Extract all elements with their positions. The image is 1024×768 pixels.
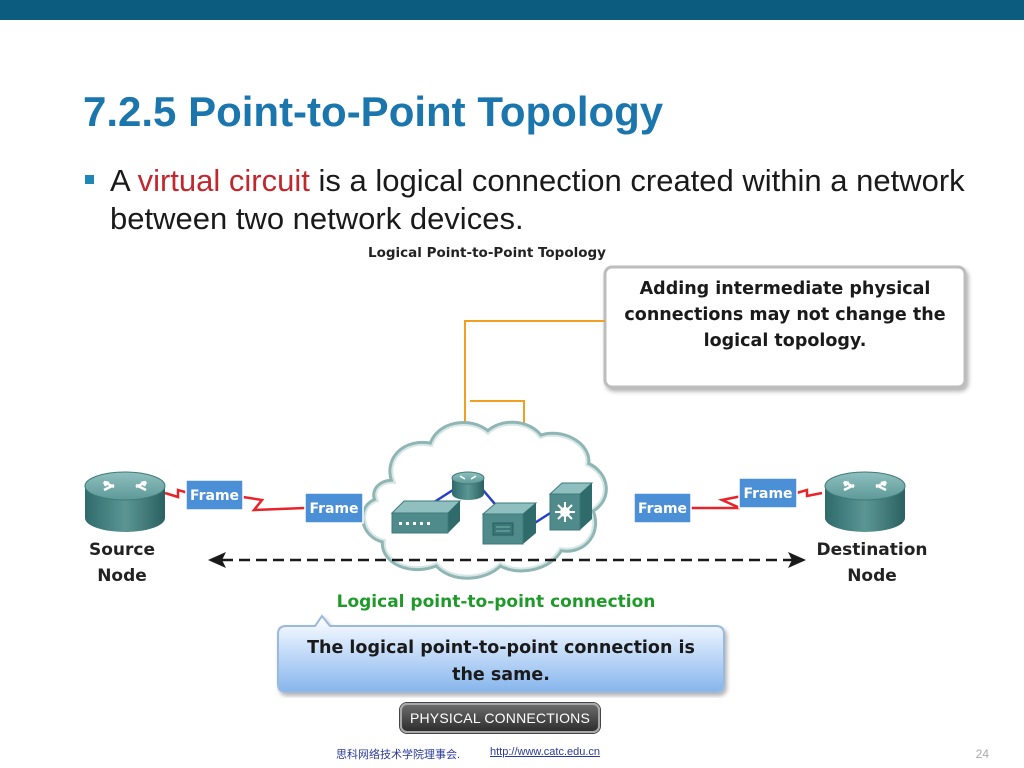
destination-node-label-line-1: Destination <box>816 540 927 560</box>
slide-title: 7.2.5 Point-to-Point Topology <box>83 88 664 135</box>
svg-text:Frame: Frame <box>190 488 239 504</box>
server-icon <box>481 502 538 545</box>
callout-top-line-1: Adding intermediate physical <box>640 279 931 299</box>
serial-link-left <box>164 488 306 512</box>
callout-bottom-line-2: the same. <box>452 665 550 685</box>
callout-top-line-3: logical topology. <box>704 331 867 351</box>
frame-box-1: Frame <box>185 479 244 511</box>
bullet-rest: is a logical connection created within a… <box>110 163 965 236</box>
svg-text:Frame: Frame <box>309 501 358 517</box>
bullet-marker <box>85 175 94 184</box>
bullet-prefix: A <box>110 163 138 198</box>
callout-same-connection: The logical point-to-point connection is… <box>277 614 725 693</box>
source-node-label-line-2: Node <box>97 566 147 586</box>
router-icon <box>84 471 166 532</box>
svg-text:Frame: Frame <box>638 501 687 517</box>
physical-connections-button[interactable]: PHYSICAL CONNECTIONS <box>400 703 600 733</box>
diagram-svg: Logical Point-to-Point Topology Adding i… <box>84 245 967 693</box>
router-icon <box>451 471 485 500</box>
callout-top-line-2: connections may not change the <box>624 305 945 325</box>
frame-box-4: Frame <box>738 477 798 509</box>
connection-label: Logical point-to-point connection <box>337 592 656 612</box>
page-number: 24 <box>975 747 989 761</box>
callout-intermediate-connections: Adding intermediate physical connections… <box>603 265 967 389</box>
virtual-circuit-term: virtual circuit <box>137 163 310 198</box>
frame-box-3: Frame <box>633 492 692 524</box>
switch-icon <box>548 482 594 531</box>
serial-link-right <box>690 488 823 510</box>
arrow-icon <box>208 552 226 568</box>
diagram-title: Logical Point-to-Point Topology <box>368 245 606 261</box>
topology-diagram: Logical Point-to-Point Topology Adding i… <box>0 238 1024 698</box>
callout-bottom-line-1: The logical point-to-point connection is <box>307 638 695 658</box>
frame-box-2: Frame <box>304 492 364 524</box>
router-icon <box>824 471 906 532</box>
footer-link[interactable]: http://www.catc.edu.cn <box>490 746 601 758</box>
bullet-text: A virtual circuit is a logical connectio… <box>110 162 970 238</box>
source-node-label-line-1: Source <box>89 540 155 560</box>
destination-node-label-line-2: Node <box>847 566 897 586</box>
footer-org: 思科网络技术学院理事会. <box>336 749 461 761</box>
arrow-icon <box>788 552 806 568</box>
top-bar <box>0 0 1024 20</box>
switch-icon <box>390 500 462 534</box>
svg-text:Frame: Frame <box>743 486 792 502</box>
